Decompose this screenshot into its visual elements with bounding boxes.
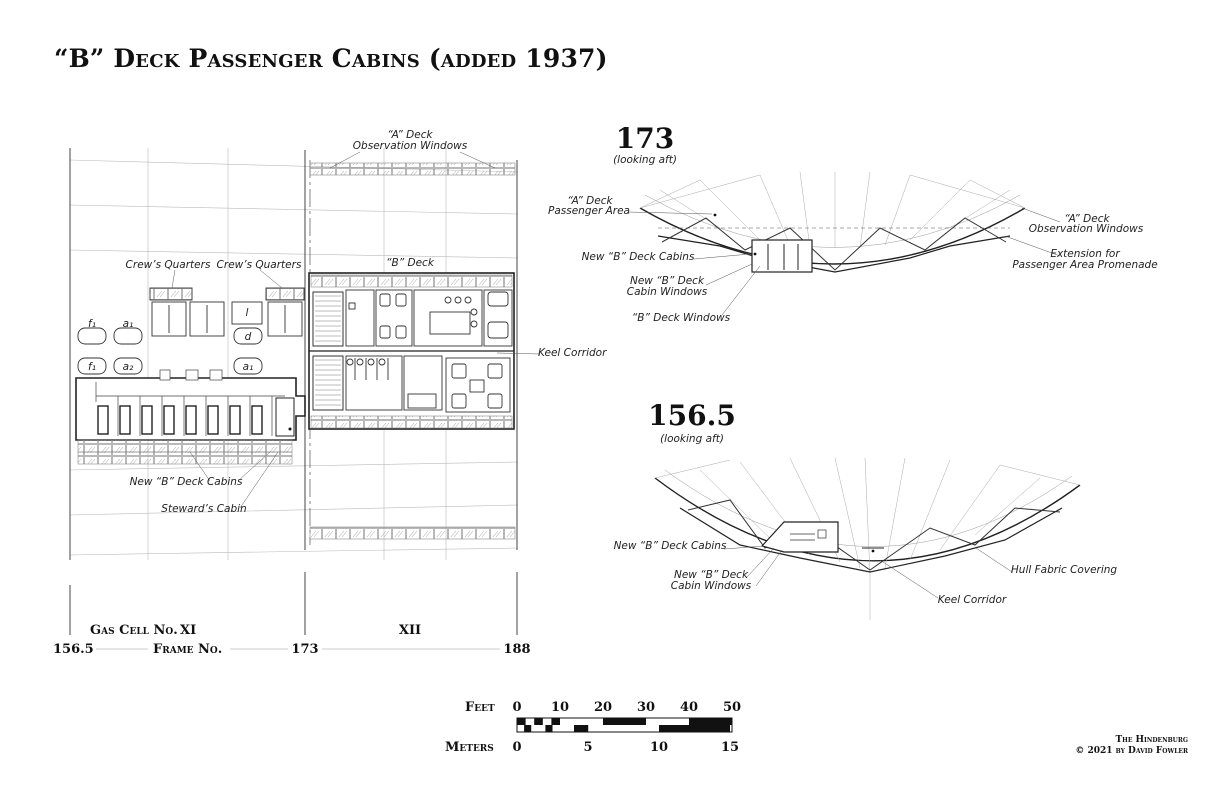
section-156-5-subtitle: (looking aft)	[660, 433, 724, 445]
s156-new-b-cabins-label: New “B” Deck Cabins	[614, 540, 727, 552]
feet-tick-50: 50	[723, 700, 741, 715]
section-173-subtitle: (looking aft)	[613, 154, 677, 166]
section-156-5: 156.5 (looking aft) New “B” Deck Cabins	[614, 399, 1118, 620]
b-deck-block	[308, 272, 515, 430]
s156-new-b-windows-label-1: New “B” Deck	[674, 569, 749, 581]
s156-new-b-windows-label-2: Cabin Windows	[671, 580, 752, 592]
s156-keel-corridor-label: Keel Corridor	[938, 594, 1007, 606]
section-156-5-leaders	[723, 545, 1013, 599]
tank-f1-bottom-label: f₁	[88, 361, 96, 373]
s173-new-b-windows-label-1: New “B” Deck	[630, 275, 705, 287]
crews-quarters-label-2: Crew’s Quarters	[217, 259, 302, 271]
meters-tick-10: 10	[650, 740, 668, 755]
scale-meters-label: Meters	[445, 740, 494, 755]
new-b-deck-cabins-label: New “B” Deck Cabins	[130, 476, 243, 488]
section-173-number: 173	[616, 122, 674, 155]
s173-new-b-windows-label-2: Cabin Windows	[627, 286, 708, 298]
feet-tick-30: 30	[637, 700, 655, 715]
frame-lines	[69, 148, 518, 635]
stewards-cabin-label: Steward’s Cabin	[161, 503, 246, 515]
feet-tick-0: 0	[512, 700, 521, 715]
gas-cell-label: Gas Cell No.	[90, 623, 178, 638]
b-deck-rooms-upper	[345, 289, 513, 347]
s173-a-deck-label: “A” Deck	[567, 195, 613, 207]
crews-quarters	[149, 287, 305, 337]
s173-passenger-area-label: Passenger Area	[548, 205, 630, 217]
frame-188: 188	[503, 642, 530, 657]
plan-a-deck-label: “A” Deck	[387, 129, 433, 141]
s173-new-b-cabins-label: New “B” Deck Cabins	[582, 251, 695, 263]
a-deck-observation-windows-bottom	[309, 526, 516, 540]
crews-quarters-label-1: Crew’s Quarters	[126, 259, 211, 271]
hull-radials-173	[639, 171, 1026, 249]
meters-tick-15: 15	[721, 740, 739, 755]
frame-label: Frame No.	[153, 642, 222, 657]
s156-hull-fabric-label: Hull Fabric Covering	[1011, 564, 1118, 576]
s173-a-deck-obs-label-1: “A” Deck	[1064, 213, 1110, 225]
meters-tick-5: 5	[583, 740, 592, 755]
tank-a1-top-label: a₁	[123, 318, 134, 330]
plan-view: “A” Deck Observation Windows Crew’s Quar…	[53, 129, 607, 657]
credit-title: The Hindenburg	[1115, 735, 1188, 745]
hull-radials-156-5	[654, 457, 1081, 620]
gas-cell-xii: XII	[399, 623, 421, 638]
tank-d-label: d	[245, 331, 252, 343]
tank-f1-top-label: f₁	[88, 318, 96, 330]
scale-meters-segments	[524, 725, 730, 732]
new-b-cabins-173	[751, 239, 813, 273]
new-b-deck-cabins-row	[75, 369, 306, 465]
feet-tick-20: 20	[594, 700, 612, 715]
a-deck-observation-windows-top	[309, 162, 516, 176]
s173-extension-label-2: Passenger Area Promenade	[1012, 259, 1157, 271]
tanks	[77, 327, 263, 375]
frame-173: 173	[291, 642, 318, 657]
scale-feet-segments	[517, 718, 732, 725]
frame-156-5: 156.5	[53, 642, 94, 657]
section-156-5-number: 156.5	[648, 399, 736, 432]
plan-observation-windows-label: Observation Windows	[353, 140, 468, 152]
stair-treads	[315, 295, 341, 406]
tank-a1-right-label: a₁	[243, 361, 254, 373]
s173-extension-label-1: Extension for	[1050, 248, 1120, 260]
tank-a2-label: a₂	[123, 361, 134, 373]
tank-l-label: l	[246, 307, 249, 319]
scale-feet-label: Feet	[465, 700, 495, 715]
new-b-cabins-156-5	[760, 521, 839, 553]
s173-b-deck-windows-label: “B” Deck Windows	[632, 312, 731, 324]
s173-a-deck-obs-label-2: Observation Windows	[1029, 223, 1144, 235]
gas-cell-xi: XI	[180, 623, 196, 638]
plan-leader-lines	[171, 151, 541, 509]
scale-bar: Feet Meters 0 10 20 30 40 50 0 5 10 15	[445, 700, 741, 755]
section-173-leaders	[627, 207, 1061, 316]
section-173: 173 (looking aft) “A” De	[548, 122, 1158, 324]
hull-outline-173	[639, 207, 1026, 265]
feet-tick-40: 40	[680, 700, 698, 715]
meters-tick-0: 0	[512, 740, 521, 755]
feet-tick-10: 10	[551, 700, 569, 715]
keel-corridor-label: Keel Corridor	[538, 347, 607, 359]
credit-copyright: © 2021 by David Fowler	[1075, 746, 1189, 756]
b-deck-rooms-lower	[345, 355, 511, 413]
hull-outline-156-5	[654, 477, 1081, 562]
page-title: “B” Deck Passenger Cabins (added 1937)	[54, 44, 608, 73]
b-deck-label: “B” Deck	[386, 257, 435, 269]
